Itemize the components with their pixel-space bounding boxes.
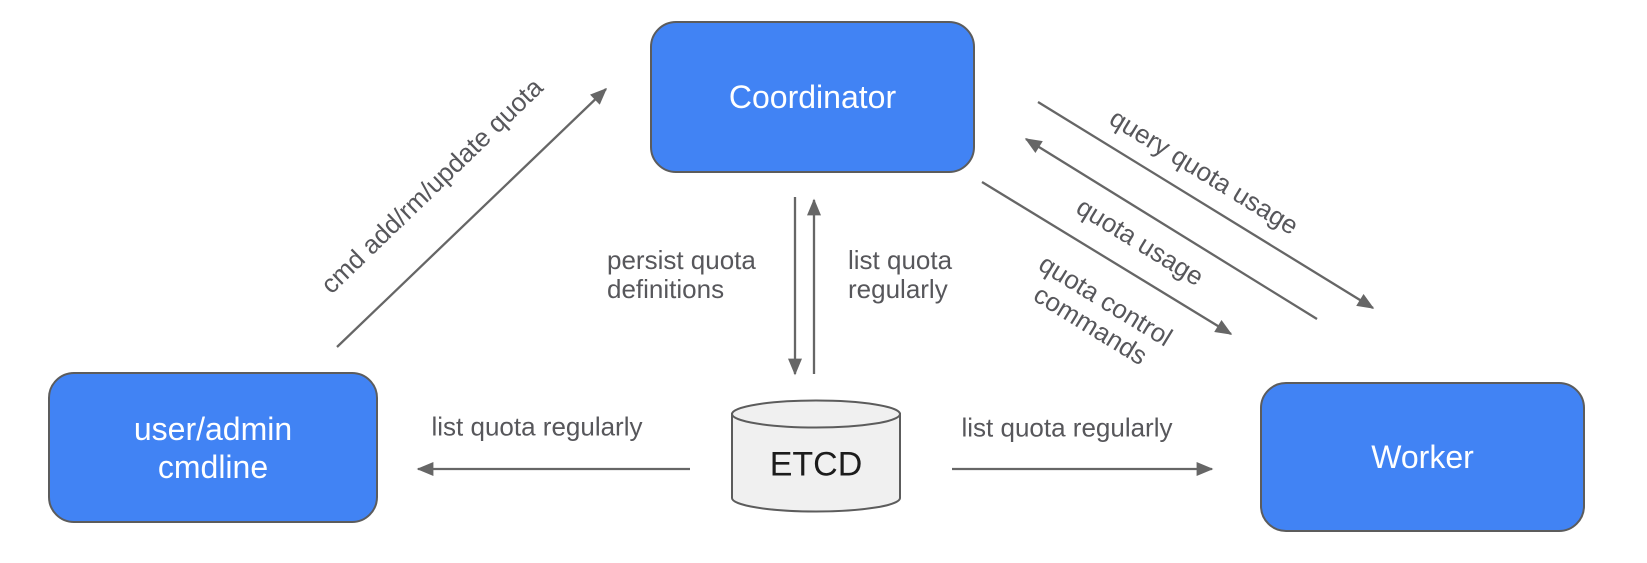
node-worker: Worker — [1260, 382, 1585, 532]
node-etcd-label: ETCD — [769, 445, 863, 484]
etcd-cylinder-icon — [731, 399, 901, 513]
arrow-quota-control-commands — [981, 181, 1233, 335]
arrow-quota-usage — [1024, 138, 1318, 320]
edge-label-list-quota-regularly-up: list quota regularly — [848, 246, 952, 304]
etcd-cylinder-body — [731, 413, 901, 513]
edge-label-list-quota-regularly-right: list quota regularly — [961, 412, 1173, 443]
node-user-label-line1: user/admin — [133, 410, 293, 447]
node-worker-label: Worker — [1371, 439, 1474, 475]
etcd-cylinder-top — [731, 399, 901, 429]
edge-label-list-up-line2: regularly — [848, 274, 948, 304]
arrow-cmd-add-rm-update-quota — [336, 88, 608, 348]
node-coordinator-label: Coordinator — [728, 79, 897, 115]
edge-label-list-quota-regularly-left: list quota regularly — [431, 411, 643, 442]
edge-label-list-up-line1: list quota — [848, 245, 953, 275]
arrow-query-quota-usage — [1037, 101, 1375, 309]
node-user-admin-cmdline: user/admin cmdline — [48, 372, 378, 523]
node-user-label-line2: cmdline — [157, 448, 269, 485]
edge-label-persist-line1: persist quota — [607, 245, 756, 275]
edge-label-persist-line2: definitions — [607, 274, 725, 304]
node-coordinator: Coordinator — [650, 21, 975, 173]
edge-label-persist-quota-definitions: persist quota definitions — [607, 246, 756, 304]
